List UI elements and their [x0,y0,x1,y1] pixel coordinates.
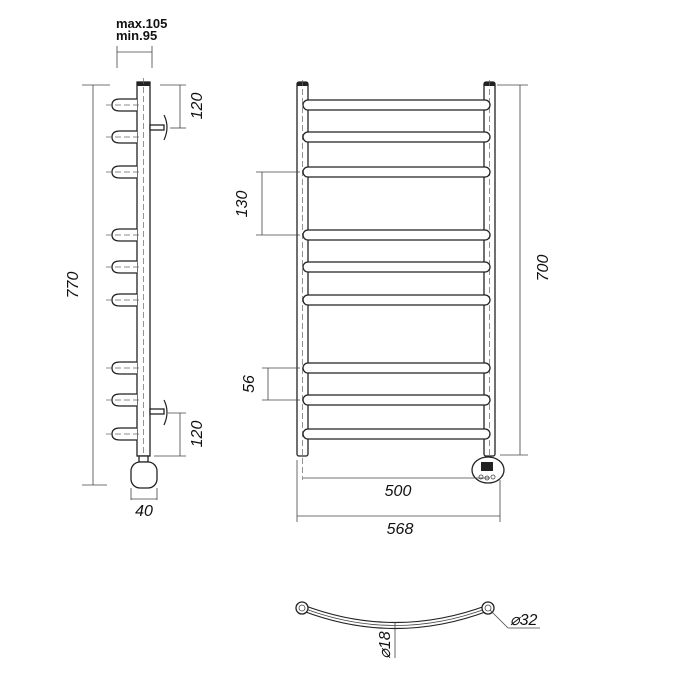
rung [302,131,491,143]
heater-front [471,456,505,484]
rung [302,166,491,178]
rung [302,261,491,273]
min-depth-label: min.95 [116,28,157,43]
rung-gap-large-label: 130 [234,191,251,218]
total-width-label: 568 [387,521,414,538]
riser-diameter-label: ⌀32 [510,612,538,629]
valve-offset-bottom-label: 120 [189,421,206,448]
rung [302,99,491,111]
rung [302,428,491,440]
valve-offset-top-label: 120 [189,93,206,120]
total-height-label: 770 [65,272,82,299]
rung [302,294,491,306]
rung-diameter-label: ⌀18 [377,631,394,659]
rung [302,394,491,406]
top-view: ⌀18 ⌀32 [295,601,540,659]
front-view: 130 56 700 500 568 [234,80,552,538]
top-valve [149,114,168,141]
rung [302,362,491,374]
rung-gap-small-label: 56 [241,375,258,393]
frame-height-label: 700 [535,255,552,282]
heater-side [130,455,158,489]
heater-width-label: 40 [135,503,153,520]
center-distance-label: 500 [385,483,412,500]
side-view: max.105 min.95 770 120 120 40 [65,16,206,520]
max-depth-label: max.105 [116,16,167,31]
bottom-valve [149,399,168,426]
rung [302,229,491,241]
